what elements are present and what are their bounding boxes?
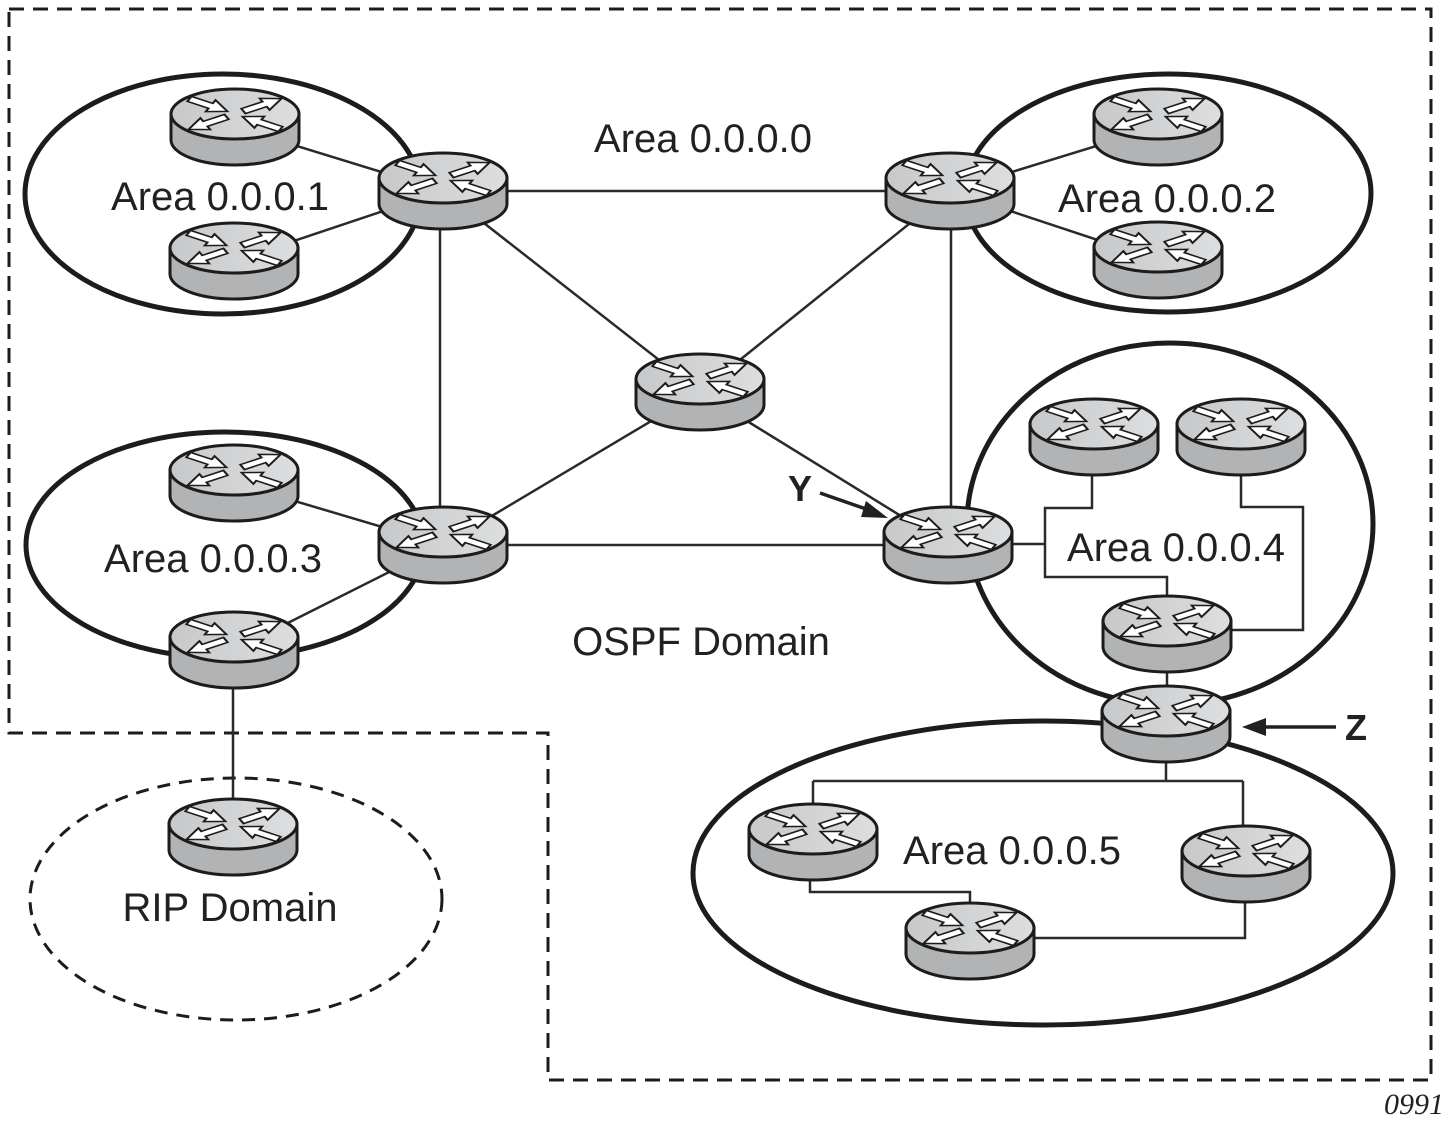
area2-label: Area 0.0.0.2 bbox=[1058, 177, 1276, 221]
backbone-area-label: Area 0.0.0.0 bbox=[594, 117, 812, 161]
routers-layer bbox=[167, 87, 1312, 981]
router-area5-router-3 bbox=[1180, 824, 1312, 904]
area3-label: Area 0.0.0.3 bbox=[104, 537, 322, 581]
router-abr-top-left bbox=[377, 151, 509, 231]
figure-number: 0991 bbox=[1384, 1088, 1444, 1121]
router-abr-top-right bbox=[884, 151, 1016, 231]
area1-label: Area 0.0.0.1 bbox=[111, 175, 329, 219]
router-y-callout bbox=[819, 491, 888, 518]
rip-domain-label: RIP Domain bbox=[123, 886, 338, 930]
router-area4-router-3 bbox=[1101, 594, 1233, 674]
router-area1-router-1 bbox=[169, 87, 301, 167]
link-area4-r2-to-r3 bbox=[1225, 460, 1305, 632]
router-area1-router-2 bbox=[168, 221, 300, 301]
router-rip-router-1 bbox=[167, 797, 299, 877]
router-area5-router-2 bbox=[904, 901, 1036, 981]
router-y-tag: Y bbox=[788, 468, 812, 509]
router-abr-mid-left bbox=[377, 505, 509, 585]
router-area2-router-2 bbox=[1092, 220, 1224, 300]
link-area4-r1-to-r3 bbox=[1043, 460, 1169, 610]
router-area4-router-2 bbox=[1175, 397, 1307, 477]
y-arrow-line bbox=[819, 491, 867, 511]
router-backbone-center-router bbox=[634, 352, 766, 432]
y-arrowhead-icon bbox=[861, 501, 888, 518]
area4-label: Area 0.0.0.4 bbox=[1067, 526, 1285, 570]
ospf-domain-label: OSPF Domain bbox=[572, 620, 830, 664]
router-area3-router-1 bbox=[168, 443, 300, 523]
link-tl-to-center bbox=[442, 190, 701, 393]
link-area5-r2-to-r3 bbox=[1034, 900, 1247, 940]
router-area4-router-1 bbox=[1028, 397, 1160, 477]
area-0005-ellipse bbox=[690, 718, 1396, 1028]
router-area3-router-2 bbox=[168, 610, 300, 690]
z-arrowhead-icon bbox=[1242, 718, 1266, 736]
rip-domain-ellipse bbox=[28, 776, 444, 1022]
ospf-domain-boundary bbox=[7, 7, 1433, 1082]
router-router-y bbox=[882, 505, 1014, 585]
router-router-z bbox=[1100, 684, 1232, 764]
area5-label: Area 0.0.0.5 bbox=[903, 829, 1121, 873]
router-area5-router-1 bbox=[747, 802, 879, 882]
router-area2-router-1 bbox=[1092, 87, 1224, 167]
router-z-tag: Z bbox=[1345, 707, 1367, 748]
router-z-callout bbox=[1242, 718, 1336, 736]
